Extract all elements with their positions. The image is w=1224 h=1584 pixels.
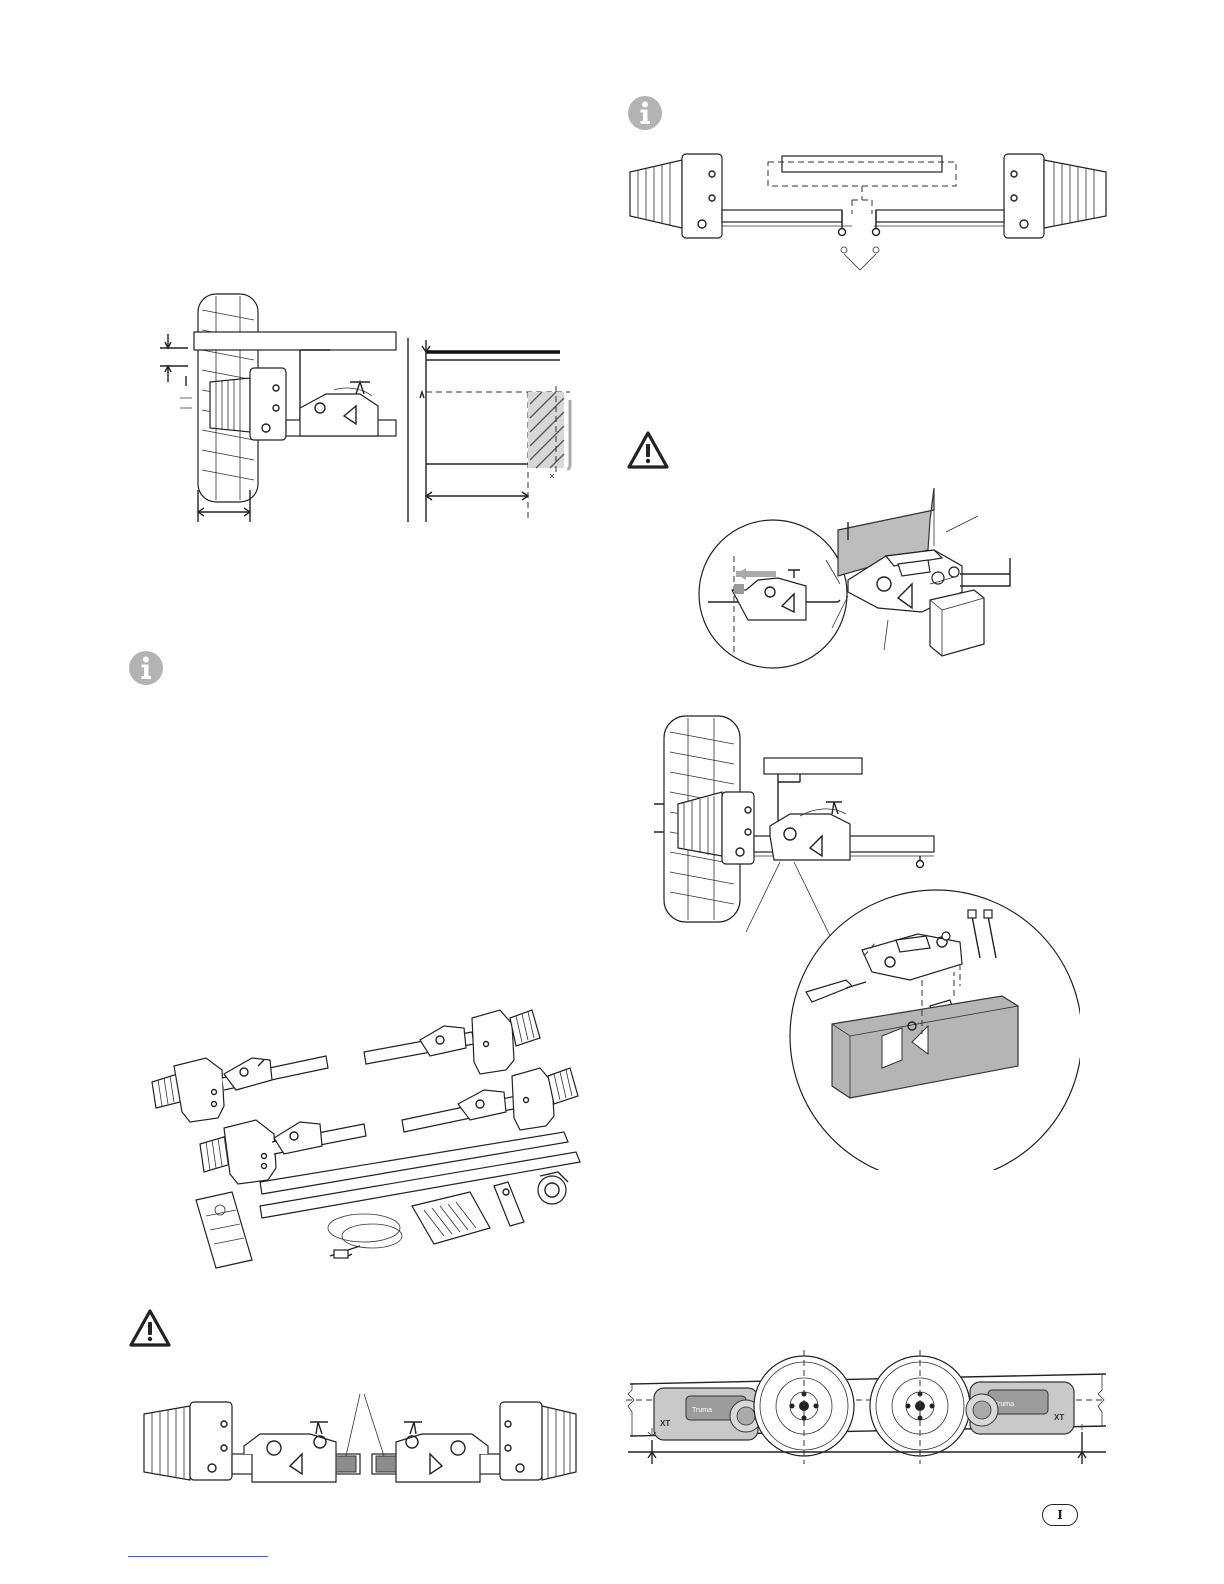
warning-triangle-icon <box>128 1308 172 1348</box>
unit-left-brand-label: Truma <box>692 1407 712 1414</box>
unit-right-xt-label: XT <box>1054 1413 1064 1422</box>
info-icon <box>627 95 663 131</box>
page-number-badge: I <box>1042 1504 1078 1526</box>
warning-triangle-icon <box>626 430 670 470</box>
clamp-exploded-figure <box>650 710 1080 1170</box>
tandem-axle-figure: Truma XT Truma XT <box>626 1340 1110 1470</box>
spacer-block-figure <box>140 1390 580 1494</box>
footer-link-underline[interactable] <box>128 1556 268 1557</box>
kit-contents-figure <box>140 996 590 1288</box>
axle-assembly-figure <box>626 148 1110 280</box>
drive-clearance-figure <box>150 290 590 530</box>
info-icon <box>128 650 164 686</box>
clamp-detail-figure <box>698 480 1048 686</box>
unit-left-xt-label: XT <box>660 1419 670 1428</box>
